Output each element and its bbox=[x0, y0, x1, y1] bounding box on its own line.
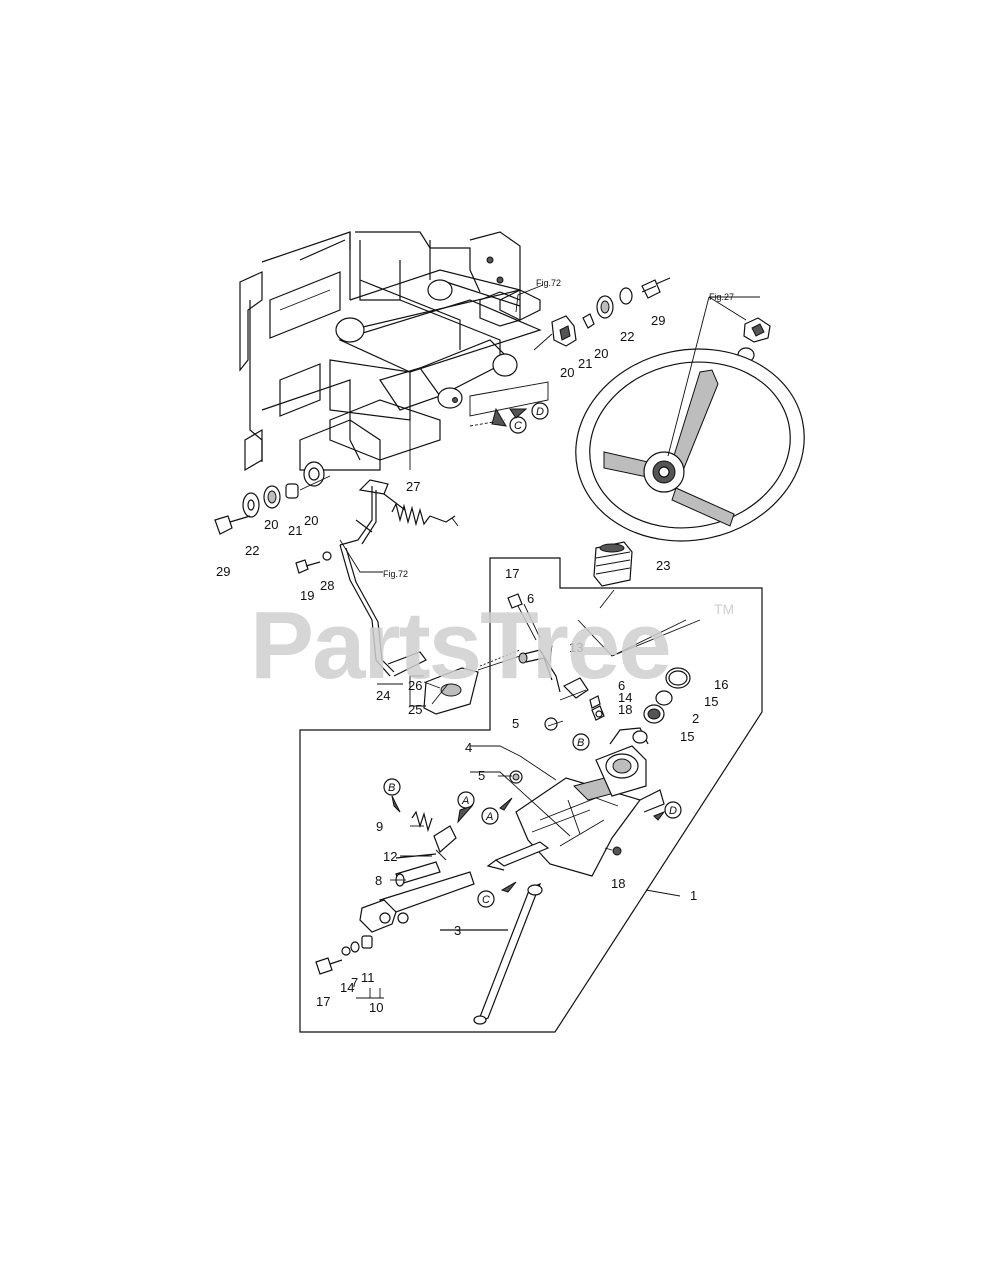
part-label: 15 bbox=[704, 694, 718, 709]
part-label: 24 bbox=[376, 688, 390, 703]
part-label: 1 bbox=[690, 888, 697, 903]
part-label: 14 bbox=[618, 690, 632, 705]
part-label: 17 bbox=[316, 994, 330, 1009]
spring-27 bbox=[391, 502, 459, 527]
figure-references: Fig.72 Fig.72 Fig.27 bbox=[383, 278, 734, 579]
part-label: 6 bbox=[527, 591, 534, 606]
right-hardware bbox=[533, 277, 771, 363]
part-label: 5 bbox=[512, 716, 519, 731]
circle-ref-b-right: B bbox=[577, 737, 584, 749]
part-label: 7 bbox=[351, 975, 358, 990]
part-label: 23 bbox=[656, 558, 670, 573]
circle-ref-b-left: B bbox=[388, 782, 395, 794]
part-label: 29 bbox=[216, 564, 230, 579]
part-label: 12 bbox=[383, 849, 397, 864]
part-label: 6 bbox=[618, 678, 625, 693]
circle-references: A A B B C C D D bbox=[383, 402, 682, 908]
part-label: 20 bbox=[304, 513, 318, 528]
part-label: 14 bbox=[340, 980, 354, 995]
part-label: 22 bbox=[245, 543, 259, 558]
steering-wheel bbox=[575, 348, 805, 542]
left-hardware bbox=[214, 461, 332, 574]
part-label: 8 bbox=[375, 873, 382, 888]
part-labels: 20 20 20 20 21 21 22 22 29 29 27 19 28 2… bbox=[216, 313, 728, 1015]
part-label: 18 bbox=[611, 876, 625, 891]
part-label: 19 bbox=[300, 588, 314, 603]
watermark: PartsTree TM bbox=[250, 592, 734, 699]
part-label: 21 bbox=[578, 356, 592, 371]
part-label: 22 bbox=[620, 329, 634, 344]
circle-ref-d-right: D bbox=[669, 805, 677, 817]
leader-lines bbox=[339, 284, 760, 999]
part-label: 11 bbox=[361, 970, 375, 985]
part-label: 26 bbox=[408, 678, 422, 693]
circle-ref-a-lower: A bbox=[485, 811, 493, 823]
bracket-24 bbox=[423, 649, 521, 715]
part-label: 21 bbox=[288, 523, 302, 538]
boot-23 bbox=[593, 541, 633, 587]
circle-ref-c-top: C bbox=[514, 420, 522, 432]
part-label: 25 bbox=[408, 702, 422, 717]
circle-ref-a-upper: A bbox=[461, 795, 469, 807]
watermark-trademark: TM bbox=[714, 601, 734, 617]
frame-assembly bbox=[239, 231, 542, 472]
pedal-rod bbox=[339, 479, 459, 677]
fig-ref-27: Fig.27 bbox=[709, 292, 734, 302]
part-label: 29 bbox=[651, 313, 665, 328]
part-label: 9 bbox=[376, 819, 383, 834]
part-label: 2 bbox=[692, 711, 699, 726]
part-label: 18 bbox=[618, 702, 632, 717]
part-label: 20 bbox=[594, 346, 608, 361]
part-label: 16 bbox=[714, 677, 728, 692]
part-label: 10 bbox=[369, 1000, 383, 1015]
part-label: 28 bbox=[320, 578, 334, 593]
part-label: 13 bbox=[569, 640, 583, 655]
steering-column bbox=[315, 593, 691, 1025]
watermark-text: PartsTree bbox=[250, 592, 670, 699]
part-label: 3 bbox=[454, 923, 461, 938]
part-label: 27 bbox=[406, 479, 420, 494]
part-label: 20 bbox=[560, 365, 574, 380]
circle-ref-c-bottom: C bbox=[482, 894, 490, 906]
part-label: 20 bbox=[264, 517, 278, 532]
part-label: 4 bbox=[465, 740, 472, 755]
part-label: 5 bbox=[478, 768, 485, 783]
part-label: 17 bbox=[505, 566, 519, 581]
part-label: 15 bbox=[680, 729, 694, 744]
assembly-outline bbox=[299, 557, 763, 1033]
fig-ref-72-left: Fig.72 bbox=[383, 569, 408, 579]
circle-ref-d-top: D bbox=[536, 406, 544, 418]
fig-ref-72-top: Fig.72 bbox=[536, 278, 561, 288]
reference-plate bbox=[409, 381, 549, 470]
